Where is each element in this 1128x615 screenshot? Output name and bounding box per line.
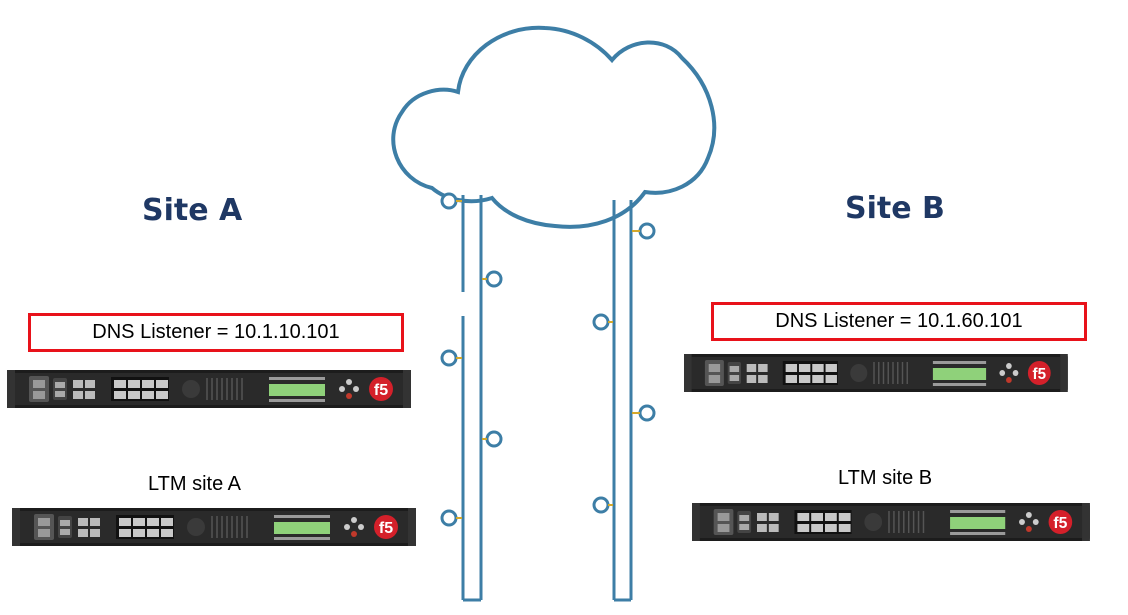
- site-b-title: Site B: [845, 191, 945, 226]
- link-nodes: [440, 192, 656, 527]
- site-b-ltm-label: LTM site B: [838, 467, 933, 489]
- cloud-icon: [391, 25, 717, 229]
- link-node: [638, 404, 656, 422]
- link-node: [440, 192, 458, 210]
- link-node: [638, 222, 656, 240]
- f5-appliance-icon: [6, 369, 412, 409]
- link-node: [440, 349, 458, 367]
- link-node: [485, 430, 503, 448]
- site-a-dns-listener: DNS Listener = 10.1.10.101: [28, 313, 404, 352]
- right-link-pipe: [612, 200, 633, 602]
- link-node: [592, 313, 610, 331]
- f5-appliance-icon: [683, 353, 1069, 393]
- link-node: [485, 270, 503, 288]
- site-a-dns-listener-text: DNS Listener = 10.1.10.101: [92, 321, 340, 343]
- site-b-dns-listener: DNS Listener = 10.1.60.101: [711, 302, 1087, 341]
- site-a-title: Site A: [142, 193, 243, 228]
- left-link-pipe: [458, 195, 483, 602]
- site-b-dns-listener-text: DNS Listener = 10.1.60.101: [775, 310, 1023, 332]
- link-node: [440, 509, 458, 527]
- node-connectors: [456, 200, 640, 519]
- f5-appliance-icon: [691, 502, 1091, 542]
- link-node: [592, 496, 610, 514]
- f5-appliance-icon: [11, 507, 417, 547]
- site-a-ltm-label: LTM site A: [148, 473, 241, 495]
